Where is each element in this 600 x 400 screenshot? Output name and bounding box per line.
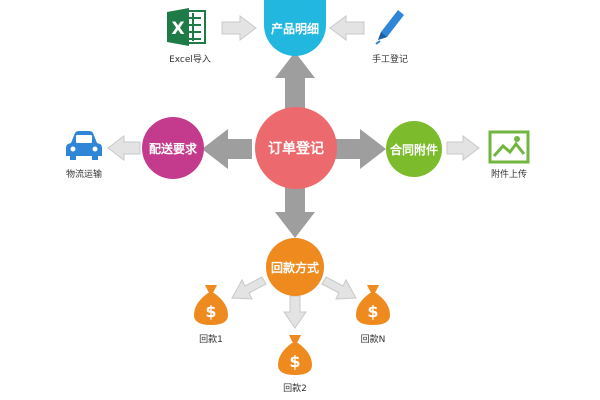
dollar-glyph: $ [205, 302, 216, 321]
dollar-glyph: $ [289, 352, 300, 371]
arrow-to-product [275, 52, 315, 110]
arrow-to-payment [275, 187, 315, 238]
label-payment-n: 回款N [360, 335, 386, 345]
label-manual-entry: 手工登记 [371, 55, 408, 65]
label-logistics: 物流运输 [65, 170, 102, 180]
arrow-to-delivery [202, 129, 252, 169]
excel-glyph: X [171, 19, 184, 39]
label-excel-import: Excel导入 [169, 55, 211, 65]
node-order-registration: 订单登记 [255, 107, 337, 189]
money-bag-icon: $ [191, 281, 231, 327]
arrow-contract-to-image [446, 135, 480, 161]
arrow-pen-to-product [329, 15, 365, 41]
arrow-payment-to-pay1 [231, 276, 267, 300]
money-bag-icon: $ [275, 331, 315, 377]
car-icon [64, 128, 104, 164]
arrow-payment-to-pay2 [283, 295, 307, 329]
label-attachment-upload: 附件上传 [490, 170, 527, 180]
excel-icon: X [165, 6, 207, 48]
node-payment-method: 回款方式 [266, 238, 324, 296]
node-contract-attachment: 合同附件 [386, 121, 442, 177]
arrow-to-contract [334, 129, 386, 169]
dollar-glyph: $ [367, 302, 378, 321]
node-product-details: 产品明细 [264, 0, 326, 56]
arrow-payment-to-payN [321, 276, 357, 300]
label-payment-1: 回款1 [199, 335, 223, 345]
label-payment-2: 回款2 [283, 384, 307, 394]
money-bag-icon: $ [353, 281, 393, 327]
image-icon [488, 130, 530, 164]
pen-icon [372, 6, 408, 48]
node-delivery-requirements: 配送要求 [142, 117, 204, 179]
arrow-delivery-to-car [107, 135, 141, 161]
arrow-excel-to-product [221, 15, 257, 41]
